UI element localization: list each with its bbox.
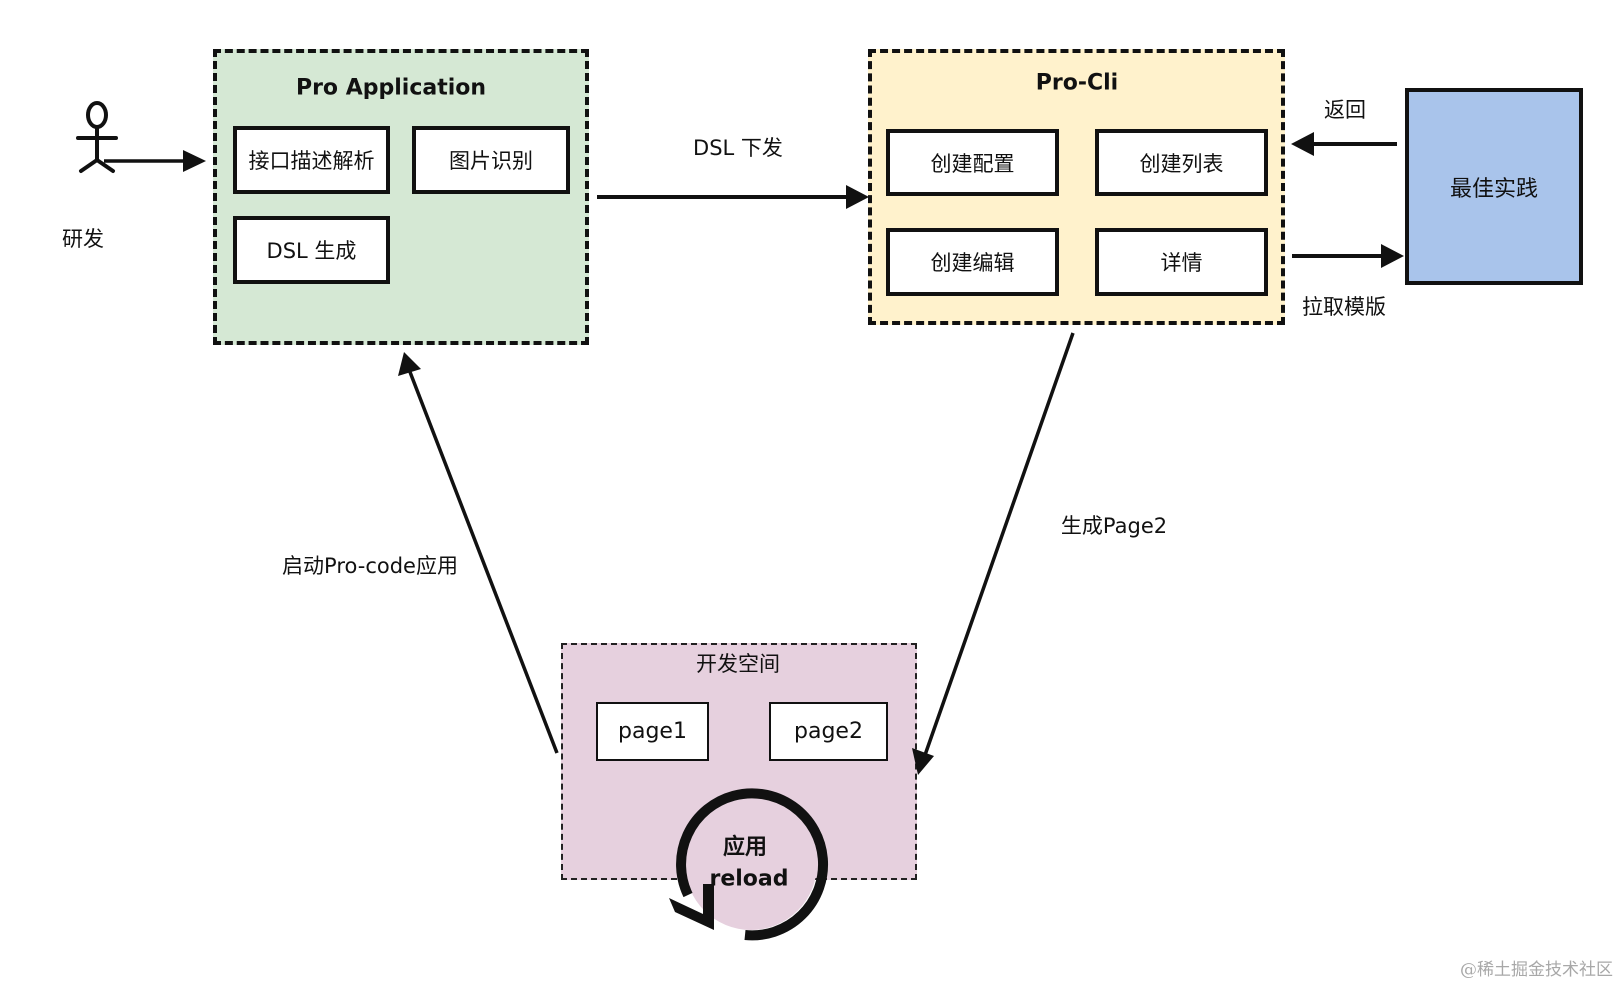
node-page1[interactable]: page1: [596, 702, 709, 761]
edge-label-dsl-dispatch: DSL 下发: [693, 136, 783, 160]
dev-space-title: 开发空间: [696, 652, 780, 676]
node-create-edit[interactable]: 创建编辑: [886, 228, 1059, 296]
node-label: 图片识别: [449, 149, 533, 173]
reload-cycle-icon: [669, 788, 829, 941]
reload-label-line1: 应用: [722, 835, 768, 860]
node-label: 创建配置: [930, 151, 1015, 176]
edge-label-start-app: 启动Pro-code应用: [282, 554, 458, 578]
arrow-generate-page2: [912, 332, 1075, 775]
pro-application-panel: [213, 49, 589, 345]
edge-label-pull-template: 拉取模版: [1302, 295, 1386, 319]
actor-label: 研发: [62, 227, 104, 251]
node-interface-parsing[interactable]: 接口描述解析: [233, 126, 390, 194]
node-label: 详情: [1160, 251, 1203, 275]
arrow-start-app: [398, 352, 559, 754]
node-label: 创建列表: [1139, 151, 1224, 176]
arrow-dsl-dispatch: [597, 185, 869, 209]
node-label: 创建编辑: [930, 251, 1015, 275]
reload-label-line2: reload: [709, 866, 789, 892]
pro-cli-title: Pro-Cli: [1035, 70, 1119, 96]
edge-label-generate-page2: 生成Page2: [1060, 514, 1168, 538]
pro-application-title: Pro Application: [295, 75, 487, 101]
node-image-recognition[interactable]: 图片识别: [412, 126, 570, 194]
node-label: page2: [794, 719, 863, 744]
arrow-actor-to-pro-application: [104, 150, 206, 172]
best-practice-node[interactable]: 最佳实践: [1405, 88, 1583, 285]
arrow-return: [1291, 132, 1397, 156]
node-page2[interactable]: page2: [769, 702, 888, 761]
node-detail[interactable]: 详情: [1095, 228, 1268, 296]
node-create-config[interactable]: 创建配置: [886, 129, 1059, 196]
node-dsl-generation[interactable]: DSL 生成: [233, 216, 390, 284]
node-label: 接口描述解析: [248, 149, 375, 173]
stick-figure-icon: [76, 101, 118, 173]
watermark: @稀土掘金技术社区: [1460, 960, 1613, 980]
arrow-pull-template: [1292, 244, 1404, 268]
node-create-list[interactable]: 创建列表: [1095, 129, 1268, 196]
node-label: page1: [618, 719, 687, 744]
edge-label-return: 返回: [1324, 98, 1366, 122]
node-label: DSL 生成: [266, 239, 357, 263]
best-practice-label: 最佳实践: [1449, 176, 1538, 202]
